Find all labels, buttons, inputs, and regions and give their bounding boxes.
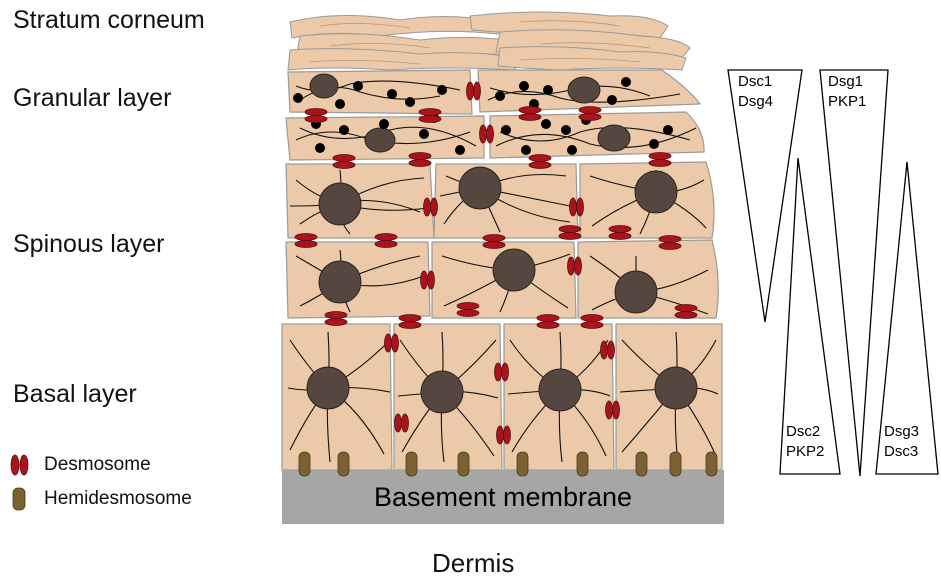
gradient-label: Dsc2 xyxy=(786,423,820,440)
nucleus xyxy=(635,171,677,213)
nucleus xyxy=(421,371,463,413)
desmosome-vertical xyxy=(467,82,481,100)
desmosome-horizontal xyxy=(295,234,317,248)
nucleus xyxy=(655,367,697,409)
layer-label-stratum-corneum: Stratum corneum xyxy=(13,6,205,35)
gradient-label: Dsc1 xyxy=(738,73,772,90)
desmosome-legend-icon xyxy=(11,455,28,475)
hemidesmosome-legend-icon xyxy=(13,488,25,510)
desmosome-horizontal xyxy=(529,155,551,169)
nucleus xyxy=(365,128,395,152)
desmosome-horizontal xyxy=(581,315,603,329)
nucleus xyxy=(459,167,501,209)
desmosome-horizontal xyxy=(537,315,559,329)
layer-label-spinous: Spinous layer xyxy=(13,230,164,259)
desmosome-horizontal xyxy=(375,234,397,248)
layer-label-basal: Basal layer xyxy=(13,380,137,409)
nucleus xyxy=(307,367,349,409)
nucleus xyxy=(319,261,361,303)
nucleus xyxy=(615,271,657,313)
nucleus xyxy=(493,249,535,291)
hemidesmosome xyxy=(577,452,588,476)
hemidesmosome xyxy=(299,452,310,476)
gradient-label: Dsg1 xyxy=(828,73,863,90)
hemidesmosome xyxy=(517,452,528,476)
nucleus xyxy=(568,77,600,103)
nucleus xyxy=(310,74,338,98)
desmosome-horizontal xyxy=(519,107,541,121)
legend-hemidesmosome-label: Hemidesmosome xyxy=(44,488,192,510)
basement-membrane-label: Basement membrane xyxy=(374,482,632,512)
gradient-label: PKP2 xyxy=(786,443,824,460)
desmosome-horizontal xyxy=(649,153,671,167)
hemidesmosome xyxy=(670,452,681,476)
nucleus xyxy=(539,369,581,411)
dermis-label: Dermis xyxy=(432,548,514,579)
hemidesmosome xyxy=(636,452,647,476)
gradient-label: Dsc3 xyxy=(884,443,918,460)
hemidesmosome xyxy=(706,452,717,476)
desmosome-horizontal xyxy=(399,315,421,329)
desmosome-vertical xyxy=(480,125,494,143)
hemidesmosome xyxy=(406,452,417,476)
nucleus xyxy=(319,183,361,225)
layer-label-granular: Granular layer xyxy=(13,84,171,113)
desmosome-horizontal xyxy=(305,109,327,123)
gradient-label: PKP1 xyxy=(828,93,866,110)
hemidesmosome xyxy=(458,452,469,476)
gradient-label: Dsg4 xyxy=(738,93,773,110)
legend-desmosome-label: Desmosome xyxy=(44,454,151,476)
desmosome-horizontal xyxy=(409,153,431,167)
desmosome-horizontal xyxy=(325,312,347,326)
hemidesmosome xyxy=(338,452,349,476)
desmosome-vertical xyxy=(495,363,509,381)
basal-cells xyxy=(282,324,722,470)
desmosome-horizontal xyxy=(333,155,355,169)
gradient-label: Dsg3 xyxy=(884,423,919,440)
nucleus xyxy=(598,125,630,151)
desmosome-vertical xyxy=(385,334,399,352)
